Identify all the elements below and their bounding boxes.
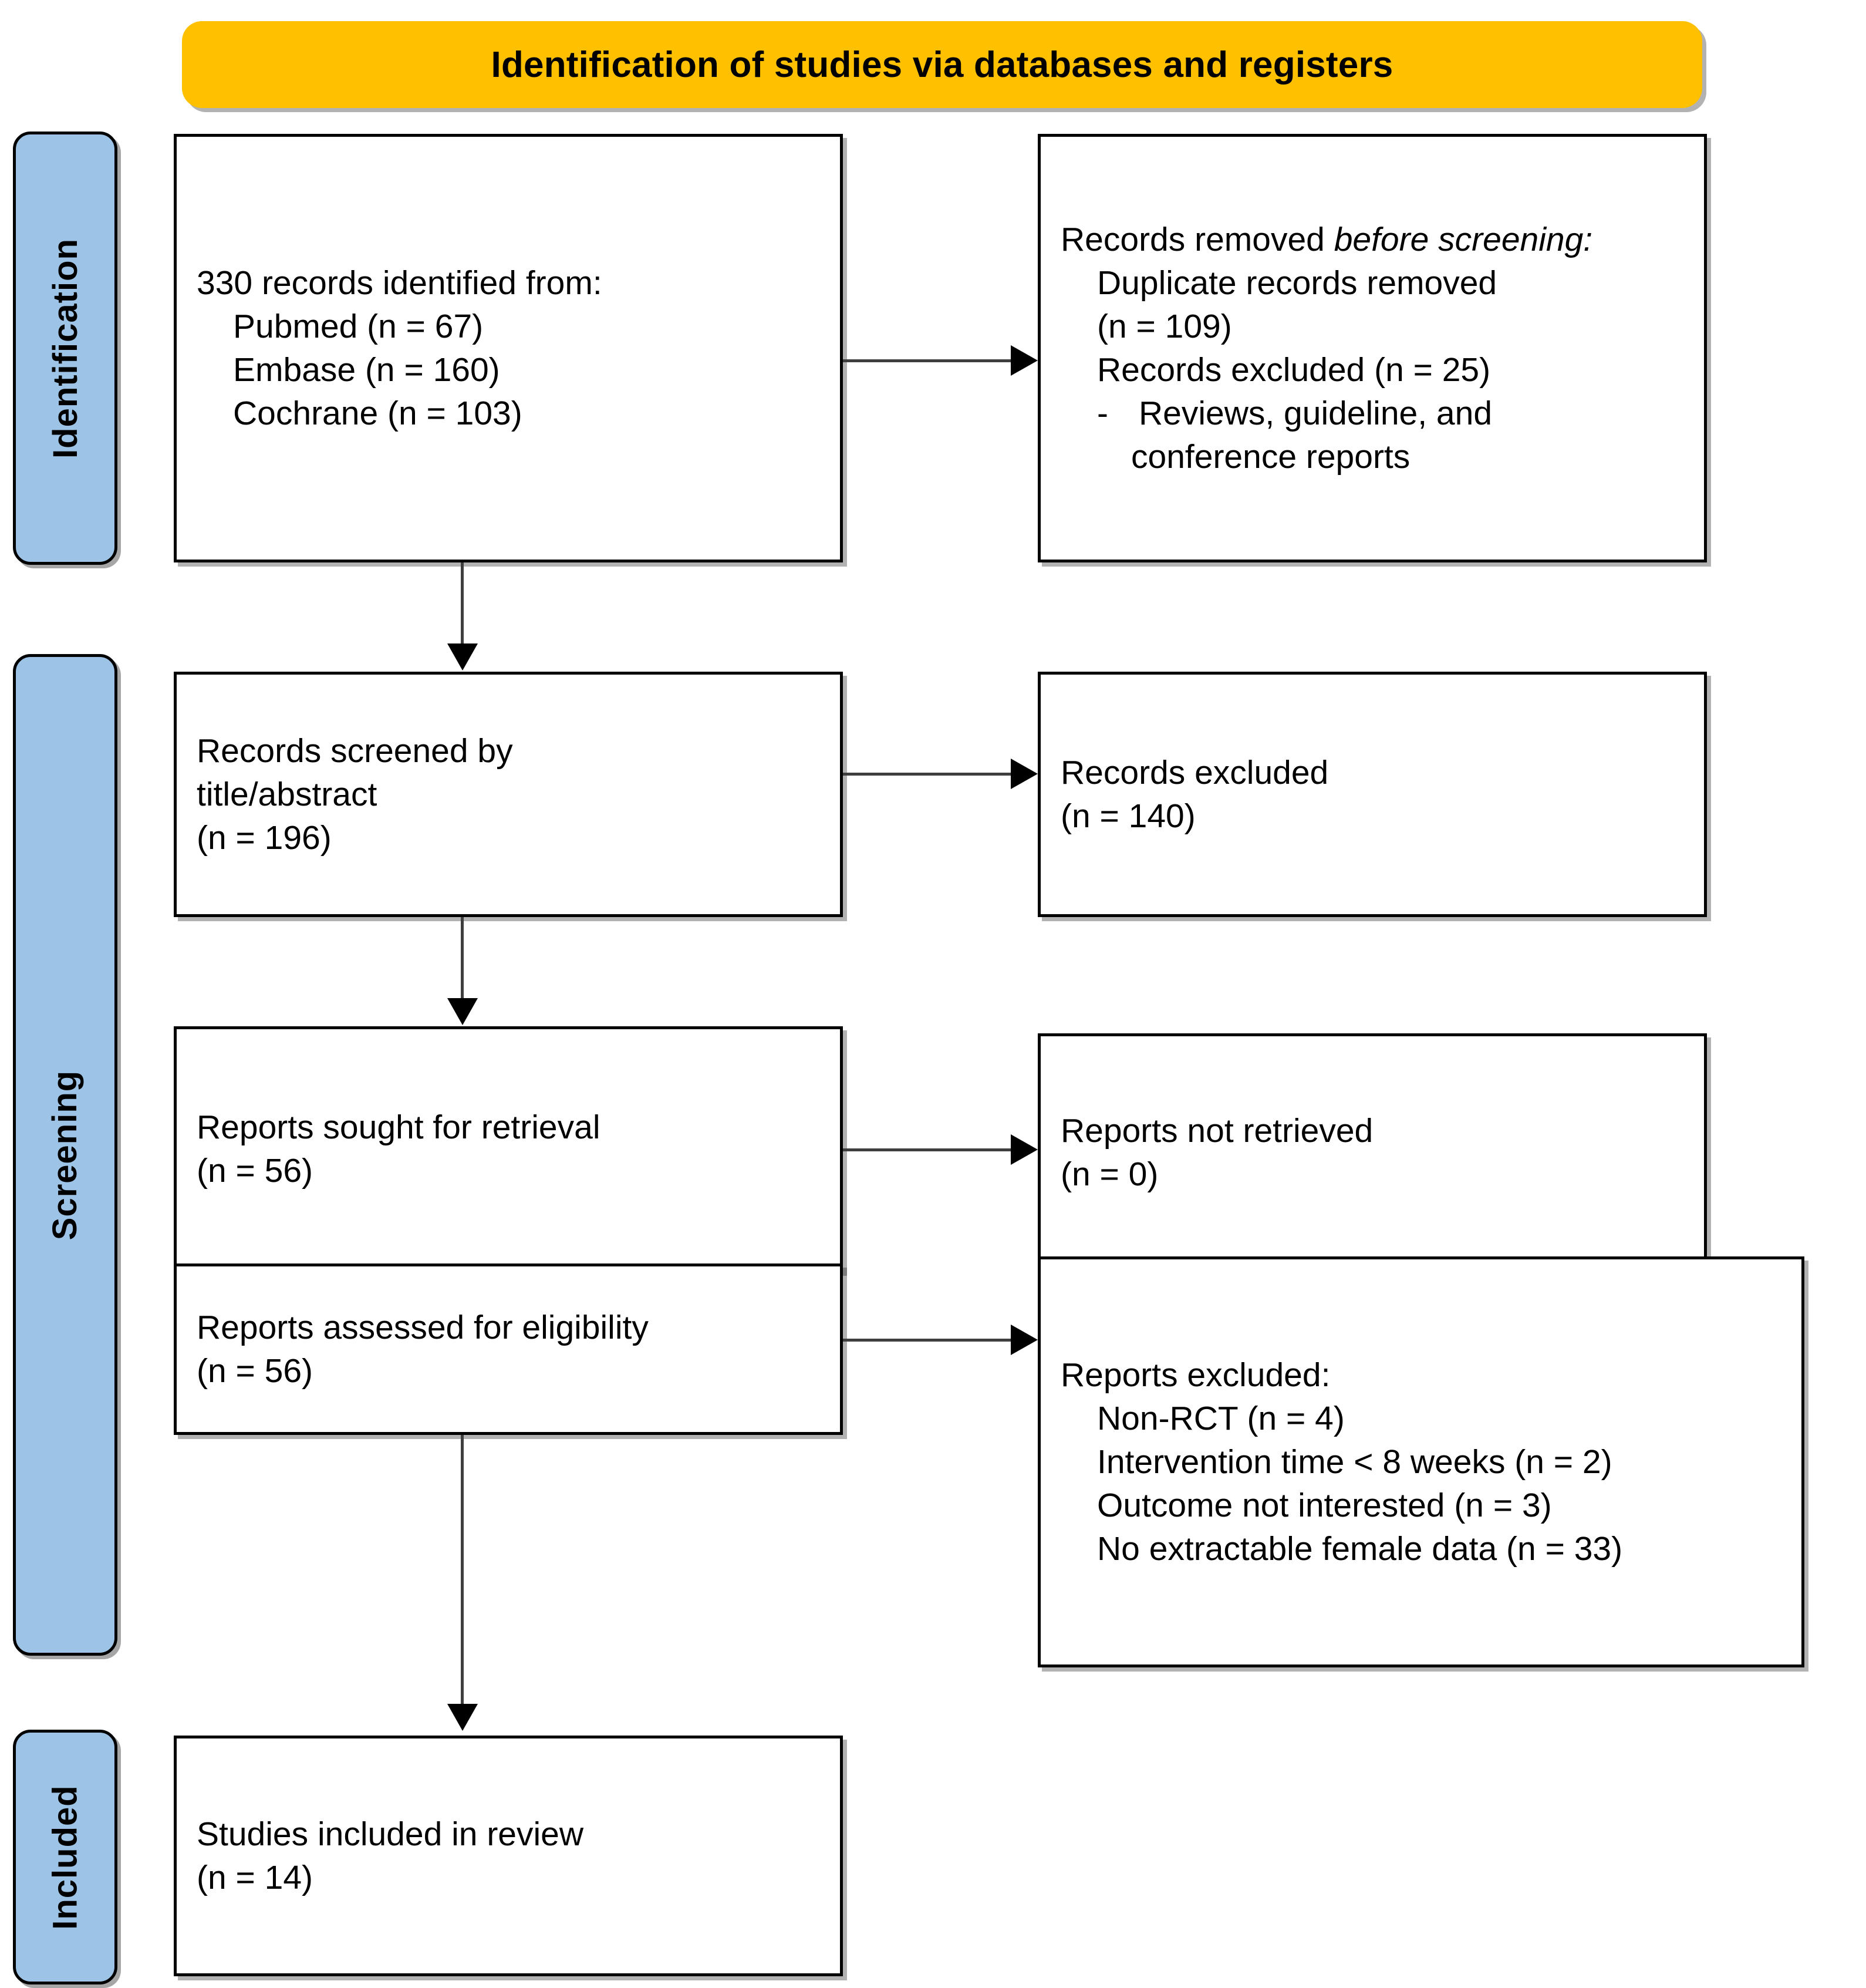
reports-excluded-reason-no-female-data: No extractable female data (n = 33)	[1097, 1530, 1623, 1568]
studies-included-label: Studies included in review	[197, 1815, 584, 1853]
records-removed-reason-line1: Reviews, guideline, and	[1138, 395, 1493, 433]
connector-assessed-to-included	[446, 1435, 481, 1734]
connector-sought-to-not-retrieved	[843, 1133, 1066, 1166]
stage-band-identification: Identification	[13, 132, 117, 565]
records-removed-title: Records removed before screening:	[1061, 218, 1684, 261]
reports-excluded-title: Reports excluded:	[1061, 1356, 1331, 1394]
reports-assessed-count: (n = 56)	[197, 1352, 313, 1390]
reports-sought-count: (n = 56)	[197, 1152, 313, 1190]
records-removed-reason-row: - Reviews, guideline, and	[1061, 392, 1684, 435]
records-screened-line2: title/abstract	[197, 775, 377, 813]
node-records-screened: Records screened by title/abstract (n = …	[174, 672, 843, 917]
connector-line	[461, 917, 464, 1003]
connector-line	[843, 1339, 1014, 1342]
stage-label-screening: Screening	[46, 1070, 85, 1240]
arrow-head-right-icon	[1011, 1325, 1038, 1355]
studies-included-count: (n = 14)	[197, 1859, 313, 1896]
reports-excluded-reason-non-rct: Non-RCT (n = 4)	[1097, 1399, 1345, 1437]
connector-assessed-to-excluded	[843, 1323, 1066, 1356]
records-removed-title-italic: before screening	[1334, 220, 1584, 258]
connector-line	[461, 1435, 464, 1709]
reports-sought-label: Reports sought for retrieval	[197, 1108, 600, 1146]
arrow-head-right-icon	[1011, 1134, 1038, 1165]
records-screened-line1: Records screened by	[197, 732, 513, 770]
stage-band-included: Included	[13, 1730, 117, 1984]
arrow-head-down-icon	[447, 998, 478, 1025]
node-reports-not-retrieved: Reports not retrieved (n = 0)	[1038, 1033, 1707, 1272]
arrow-head-down-icon	[447, 1704, 478, 1731]
stage-label-identification: Identification	[46, 238, 85, 459]
reports-excluded-reason-outcome: Outcome not interested (n = 3)	[1097, 1487, 1552, 1525]
banner-identification-header: Identification of studies via databases …	[182, 21, 1702, 108]
bullet-dash-icon: -	[1097, 395, 1108, 433]
records-removed-duplicate-count: (n = 109)	[1097, 307, 1232, 345]
connector-screened-to-sought	[446, 917, 481, 1026]
reports-assessed-label: Reports assessed for eligibility	[197, 1308, 649, 1346]
stage-band-screening: Screening	[13, 654, 117, 1656]
records-removed-title-plain: Records removed	[1061, 220, 1334, 258]
connector-identified-to-removed	[843, 344, 1066, 377]
node-records-identified: 330 records identified from: Pubmed (n =…	[174, 134, 843, 562]
records-excluded-count: (n = 140)	[1061, 797, 1196, 835]
reports-not-retrieved-count: (n = 0)	[1061, 1155, 1159, 1193]
arrow-head-right-icon	[1011, 345, 1038, 376]
node-reports-excluded: Reports excluded: Non-RCT (n = 4) Interv…	[1038, 1256, 1804, 1667]
stage-label-included: Included	[46, 1784, 85, 1930]
arrow-head-right-icon	[1011, 759, 1038, 789]
connector-identified-to-screened	[446, 562, 481, 672]
reports-not-retrieved-label: Reports not retrieved	[1061, 1111, 1374, 1150]
connector-line	[843, 1148, 1014, 1151]
records-excluded-label: Records excluded	[1061, 753, 1329, 791]
records-removed-excluded-label: Records excluded (n = 25)	[1097, 351, 1491, 389]
records-identified-title: 330 records identified from:	[197, 264, 602, 302]
node-studies-included-in-review: Studies included in review (n = 14)	[174, 1736, 843, 1976]
records-removed-title-suffix: :	[1583, 220, 1593, 258]
node-records-removed-before-screening: Records removed before screening: Duplic…	[1038, 134, 1707, 562]
records-identified-source-embase: Embase (n = 160)	[233, 351, 500, 389]
records-identified-source-cochrane: Cochrane (n = 103)	[233, 395, 522, 433]
node-reports-sought-for-retrieval: Reports sought for retrieval (n = 56)	[174, 1026, 843, 1272]
banner-title: Identification of studies via databases …	[491, 44, 1393, 85]
node-records-excluded: Records excluded (n = 140)	[1038, 672, 1707, 917]
connector-screened-to-excluded	[843, 757, 1066, 790]
records-screened-count: (n = 196)	[197, 819, 332, 857]
node-reports-assessed-for-eligibility: Reports assessed for eligibility (n = 56…	[174, 1263, 843, 1435]
records-removed-reason-line2: conference reports	[1131, 438, 1411, 476]
connector-line	[843, 359, 1014, 362]
arrow-head-down-icon	[447, 643, 478, 670]
connector-line	[843, 773, 1014, 776]
reports-excluded-reason-intervention-time: Intervention time < 8 weeks (n = 2)	[1097, 1443, 1612, 1481]
records-identified-source-pubmed: Pubmed (n = 67)	[233, 307, 484, 345]
connector-line	[461, 562, 464, 648]
records-removed-duplicate-label: Duplicate records removed	[1097, 264, 1497, 302]
